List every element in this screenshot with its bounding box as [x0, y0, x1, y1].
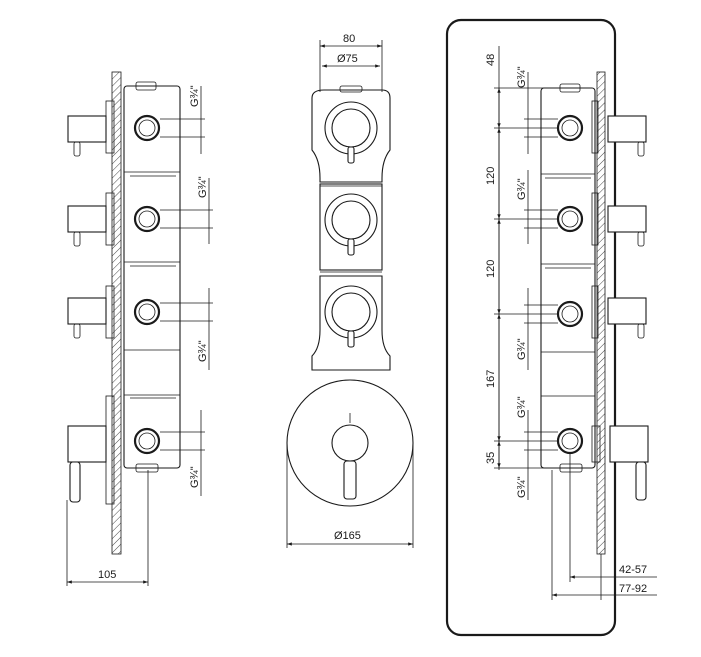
valve-body-right [540, 87, 596, 469]
depth-dim-label: 105 [98, 569, 116, 581]
vertical-dim-35: 35 [485, 452, 497, 464]
width-dimensions-front [319, 40, 383, 92]
module-dia-label: Ø75 [337, 53, 358, 65]
connection-dims-right [524, 72, 558, 500]
module-separators-left [124, 171, 180, 399]
vertical-dim-120b: 120 [485, 260, 497, 278]
vertical-dim-120a: 120 [485, 167, 497, 185]
connection-label-right-5: G¾" [516, 476, 528, 498]
bottom-nozzle-right [559, 463, 583, 473]
wall-section-left [111, 71, 122, 555]
depth-dimension-left [66, 470, 149, 586]
knob-3-front [324, 285, 378, 348]
wall-dim-42-57: 42-57 [619, 564, 647, 576]
plate-dimension-front [286, 443, 414, 548]
vertical-dimensions-right [494, 46, 558, 470]
connection-label-left-1: G¾" [189, 85, 201, 107]
highlight-frame [445, 18, 617, 637]
diverter-handle-right [591, 425, 649, 501]
module-3-front [311, 275, 391, 371]
connection-label-left-3: G¾" [197, 340, 209, 362]
wall-dim-77-92: 77-92 [619, 583, 647, 595]
handle-3-left [67, 285, 115, 339]
front-view: 80 Ø75 Ø165 [286, 33, 414, 548]
module-plate-front [311, 89, 391, 183]
top-nozzle-right [559, 83, 581, 93]
connection-label-left-2: G¾" [197, 176, 209, 198]
connection-label-left-4: G¾" [189, 466, 201, 488]
plate-dia-label: Ø165 [334, 530, 361, 542]
outlet-ports-left [133, 114, 161, 455]
valve-body-left [123, 85, 181, 469]
vertical-dim-167: 167 [485, 370, 497, 388]
connection-dims-left [160, 86, 213, 496]
connection-label-right-1: G¾" [516, 66, 528, 88]
knob-1-front [324, 101, 378, 164]
side-view-left: G¾" G¾" G¾" G¾" 105 [66, 71, 213, 586]
knob-2-front [324, 193, 378, 256]
wall-dimensions-right [551, 454, 657, 600]
handle-2-left [67, 192, 115, 247]
connection-label-right-3: G¾" [516, 338, 528, 360]
handle-1-right [591, 100, 647, 157]
width-dim-label: 80 [343, 33, 355, 45]
module-separators-right [541, 173, 595, 397]
handle-1-left [67, 100, 115, 157]
diverter-handle-left [67, 395, 115, 505]
side-view-right-panel: 48 120 120 167 35 G¾" G¾" G¾" G¾" G¾" [445, 18, 657, 637]
connection-label-right-4: G¾" [516, 396, 528, 418]
module-2-front [319, 183, 383, 271]
bottom-nozzle-left [135, 463, 159, 473]
top-nozzle-left [135, 81, 157, 91]
handle-3-right [591, 285, 647, 339]
connection-label-right-2: G¾" [516, 178, 528, 200]
diverter-knob-front [331, 424, 369, 500]
handle-2-right [591, 192, 647, 247]
top-nozzle-front [339, 85, 363, 93]
outlet-ports-right [556, 114, 584, 455]
vertical-dim-48: 48 [485, 54, 497, 66]
